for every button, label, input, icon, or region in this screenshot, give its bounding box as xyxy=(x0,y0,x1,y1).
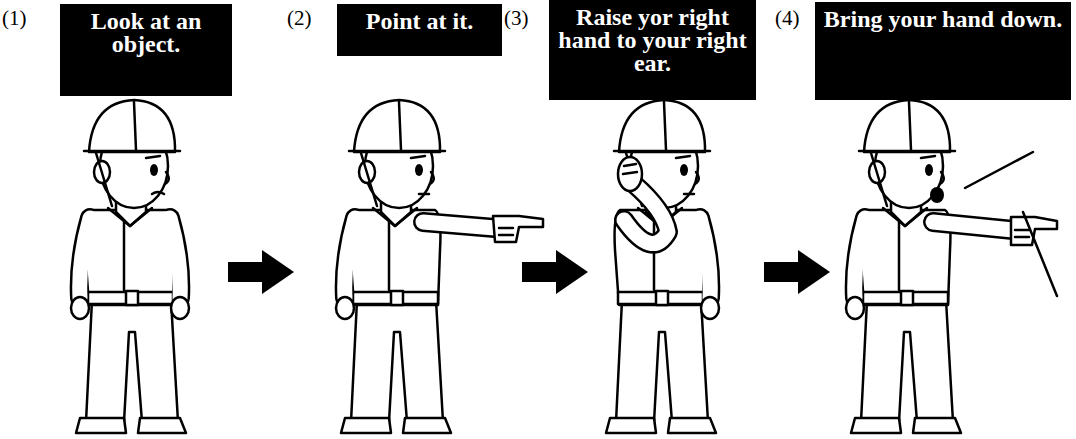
worker-figure xyxy=(336,100,543,433)
step-instruction: Look at an object. xyxy=(66,10,226,56)
step-caption-box: Bring your hand down. xyxy=(815,2,1071,100)
step-number: (3) xyxy=(504,6,529,31)
worker-figure xyxy=(71,100,189,433)
step-arrow xyxy=(764,250,830,294)
step-caption-box: Point at it. xyxy=(337,4,502,56)
step-caption-box: Raise yor right hand to your right ear. xyxy=(549,0,756,100)
step-number: (4) xyxy=(775,6,800,31)
step-caption-box: Look at an object. xyxy=(60,4,232,96)
step-arrow xyxy=(522,250,588,294)
step-number: (2) xyxy=(287,6,312,31)
step-instruction: Raise yor right hand to your right ear. xyxy=(555,6,750,75)
worker-figure xyxy=(606,100,719,433)
step-instruction: Bring your hand down. xyxy=(821,8,1065,31)
step-number: (1) xyxy=(2,6,27,31)
step-instruction: Point at it. xyxy=(343,10,496,33)
worker-figure xyxy=(846,100,1057,433)
step-arrow xyxy=(228,250,294,294)
